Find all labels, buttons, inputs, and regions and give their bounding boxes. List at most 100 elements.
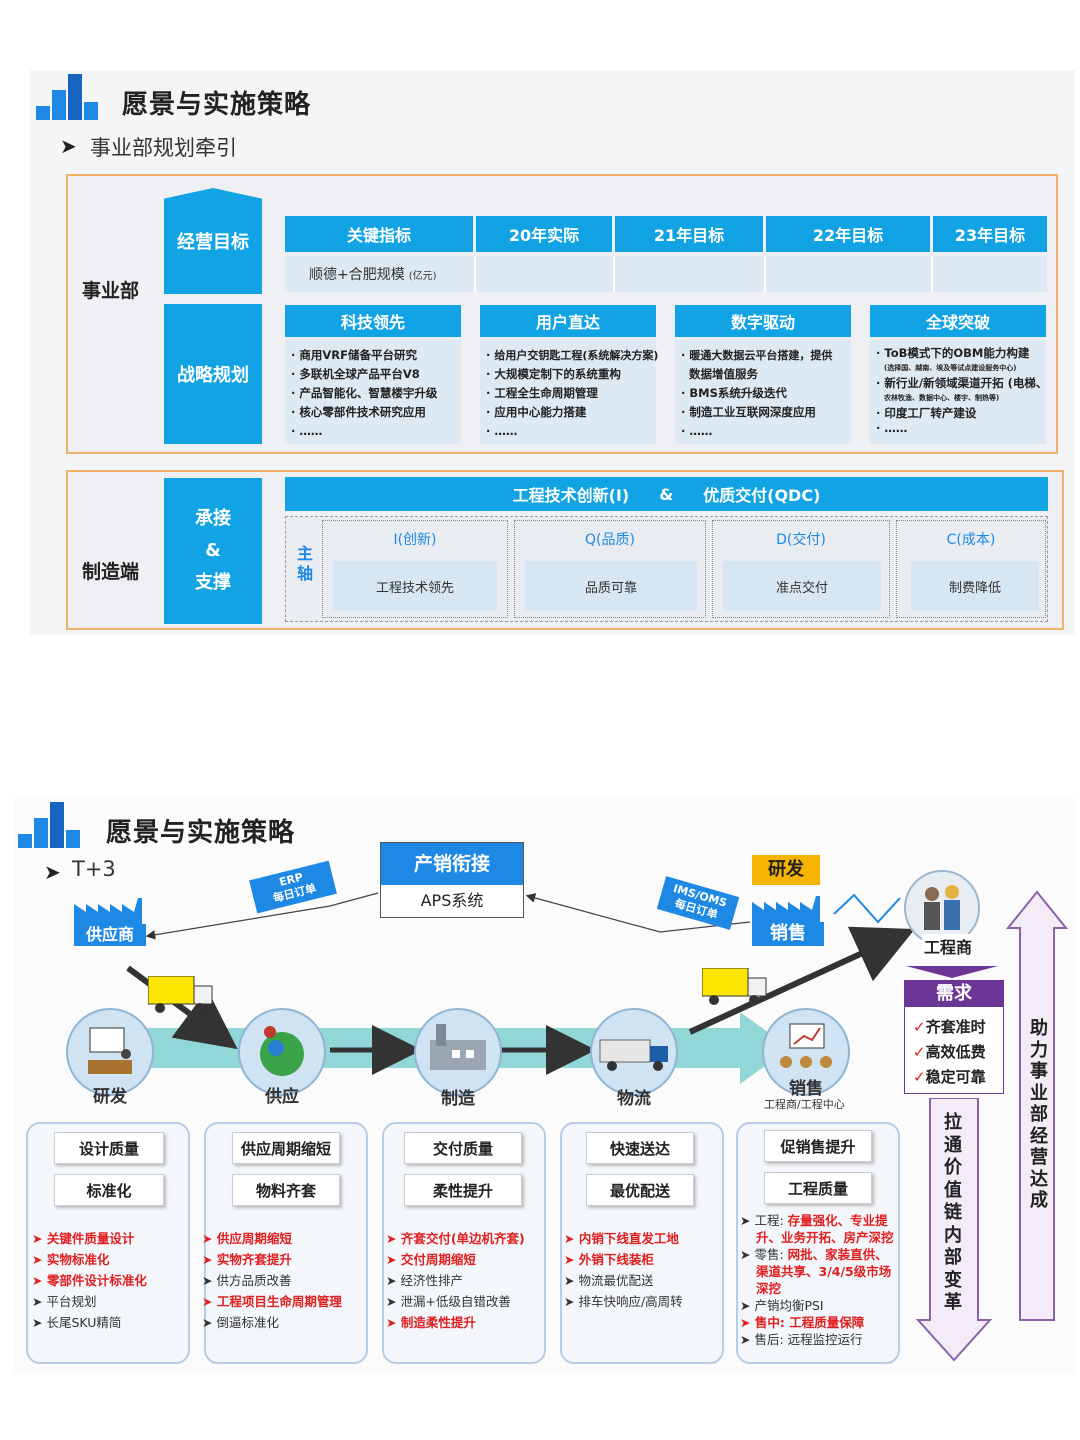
sales-list: ➤ 工程: 存量强化、专业提升、业务开拓、房产深挖 ➤ 零售: 网批、家装直供、… — [740, 1212, 898, 1348]
list-item: ➤ 工程项目生命周期管理 — [202, 1294, 342, 1309]
demand-box: 需求 ✓齐套准时 ✓高效低费 ✓稳定可靠 — [904, 980, 1004, 1094]
list-item: ➤ 售中: 工程质量保障 — [740, 1315, 865, 1330]
pillar-header: 用户直达 — [480, 305, 656, 337]
logo-icon — [18, 802, 82, 848]
list-item: · 制造工业互联网深度应用 — [681, 405, 816, 419]
list-item: ➤ 经济性排产 — [386, 1273, 463, 1288]
list-item: ➤ 泄漏+低级自错改善 — [386, 1294, 511, 1309]
table-divider — [474, 256, 476, 292]
demand-item: ✓稳定可靠 — [913, 1068, 986, 1086]
demand-title: 需求 — [905, 981, 1003, 1007]
demand-item: ✓齐套准时 — [913, 1018, 986, 1036]
stage-sales-icon — [762, 1008, 850, 1096]
stage-supply-icon — [238, 1008, 326, 1096]
list-item: · …… — [876, 421, 908, 435]
stage-label: 销售 — [789, 1079, 823, 1099]
qdc-column-q: Q(品质) 品质可靠 — [514, 520, 706, 618]
list-item: ➤ 内销下线直发工地 — [564, 1231, 679, 1246]
table-header: 21年目标 — [615, 216, 763, 252]
list-item: · …… — [486, 424, 518, 438]
aps-box-sub: APS系统 — [420, 891, 484, 910]
list-item: ➤ 制造柔性提升 — [386, 1315, 476, 1330]
card-list: ➤ 关键件质量设计 ➤ 实物标准化 ➤ 零部件设计标准化 ➤ 平台规划 ➤ 长尾… — [32, 1228, 147, 1333]
list-item: · …… — [291, 424, 323, 438]
qdc-banner: 工程技术创新(I) & 优质交付(QDC) — [285, 477, 1048, 511]
card-tag: 柔性提升 — [404, 1174, 522, 1206]
card-tag: 快速送达 — [586, 1132, 694, 1164]
list-item: · 大规模定制下的系统重构 — [486, 367, 621, 381]
list-item: · ToB模式下的OBM能力构建 — [876, 346, 1030, 360]
pillar-header: 科技领先 — [285, 305, 461, 337]
goal-hexagon: 经营目标 — [164, 188, 262, 294]
card-tag: 工程质量 — [764, 1172, 872, 1204]
card-tag: 交付质量 — [404, 1132, 522, 1164]
list-item: · 核心零部件技术研究应用 — [291, 405, 426, 419]
pillar-header: 全球突破 — [870, 305, 1046, 337]
engineer-label: 工程商 — [922, 934, 975, 958]
list-item: ➤ 长尾SKU精简 — [32, 1315, 122, 1330]
logo-icon — [36, 74, 100, 120]
page-title: 愿景与实施策略 — [122, 90, 312, 120]
list-item: · 工程全生命周期管理 — [486, 386, 598, 400]
pull-through-arrow — [915, 1097, 993, 1362]
stage-label: 制造 — [441, 1089, 475, 1109]
table-header: 关键指标 — [285, 216, 473, 252]
list-item: ➤ 交付周期缩短 — [386, 1252, 476, 1267]
help-achieve-text: 助力事 业部经 营达成 — [1030, 1018, 1048, 1211]
list-item: · 新行业/新领域渠道开拓 (电梯、 — [876, 376, 1048, 390]
table-divider — [931, 256, 933, 292]
list-item: ➤ 平台规划 — [32, 1294, 97, 1309]
stage-sub-label: 工程商/工程中心 — [764, 1098, 845, 1111]
support-block: 承接 & 支撑 — [164, 478, 262, 624]
main-axis-label: 主轴 — [296, 544, 313, 583]
qdc-column-c: C(成本) 制费降低 — [896, 520, 1046, 618]
card-list: ➤ 齐套交付(单边机齐套) ➤ 交付周期缩短 ➤ 经济性排产 ➤ 泄漏+低级自错… — [386, 1228, 525, 1333]
list-item: ➤ 售后: 远程监控运行 — [740, 1332, 863, 1347]
table-header: 23年目标 — [933, 216, 1047, 252]
list-item: ➤ 物流最优配送 — [564, 1273, 654, 1288]
stage-label: 供应 — [265, 1087, 299, 1107]
truck-icon — [701, 967, 768, 1006]
card-list: ➤ 供应周期缩短 ➤ 实物齐套提升 ➤ 供方品质改善 ➤ 工程项目生命周期管理 … — [202, 1228, 342, 1333]
stage-logistics-icon — [590, 1008, 678, 1096]
page-title: 愿景与实施策略 — [106, 818, 296, 848]
table-header: 22年目标 — [766, 216, 930, 252]
list-item: · 印度工厂转产建设 — [876, 406, 977, 420]
list-item: ➤ 产销均衡PSI — [740, 1298, 824, 1313]
sales-factory-label: 销售 — [752, 922, 824, 946]
list-item: · 应用中心能力搭建 — [486, 405, 587, 419]
row-unit: (亿元) — [408, 270, 437, 282]
stage-label: 研发 — [93, 1087, 127, 1107]
stage-label: 物流 — [617, 1089, 651, 1109]
pillar-list: · 商用VRF储备平台研究 · 多联机全球产品平台V8 · 产品智能化、智慧楼宇… — [285, 340, 461, 444]
table-row: 顺德+合肥规模 (亿元) — [285, 256, 1047, 292]
list-item: ➤ 零部件设计标准化 — [32, 1273, 147, 1288]
row-label: 顺德+合肥规模 — [309, 267, 405, 283]
aps-box: 产销衔接 APS系统 — [380, 842, 524, 918]
engineer-avatar — [904, 870, 980, 946]
list-item: · 给用户交钥匙工程(系统解决方案) — [486, 348, 659, 362]
pillar-header: 数字驱动 — [675, 305, 851, 337]
list-item: · BMS系统升级迭代 — [681, 386, 787, 400]
demand-item: ✓高效低费 — [913, 1043, 986, 1061]
page-subtitle: 事业部规划牵引 — [90, 136, 237, 160]
list-item: ➤ 供方品质改善 — [202, 1273, 292, 1288]
strategy-hexagon: 战略规划 — [164, 304, 262, 444]
list-item: ➤ 工程: 存量强化、专业提升、业务开拓、房产深挖 — [740, 1213, 894, 1245]
list-item: · 产品智能化、智慧楼宇升级 — [291, 386, 438, 400]
card-tag: 设计质量 — [54, 1132, 164, 1164]
qdc-column-d: D(交付) 准点交付 — [712, 520, 890, 618]
page-subtitle: T+3 — [72, 857, 116, 881]
qdc-column-i: I(创新) 工程技术领先 — [322, 520, 508, 618]
table-divider — [613, 256, 615, 292]
list-item: ➤ 排车快响应/高周转 — [564, 1294, 683, 1309]
bullet-arrow-icon: ➤ — [60, 134, 77, 158]
card-tag: 供应周期缩短 — [232, 1132, 340, 1164]
list-item: ➤ 实物齐套提升 — [202, 1252, 292, 1267]
list-item: · 多联机全球产品平台V8 — [291, 367, 420, 381]
card-tag: 最优配送 — [586, 1174, 694, 1206]
list-item: · 暖通大数据云平台搭建，提供 — [681, 348, 833, 362]
truck-icon — [147, 975, 214, 1014]
list-item: · 商用VRF储备平台研究 — [291, 348, 417, 362]
list-item: ➤ 齐套交付(单边机齐套) — [386, 1231, 525, 1246]
